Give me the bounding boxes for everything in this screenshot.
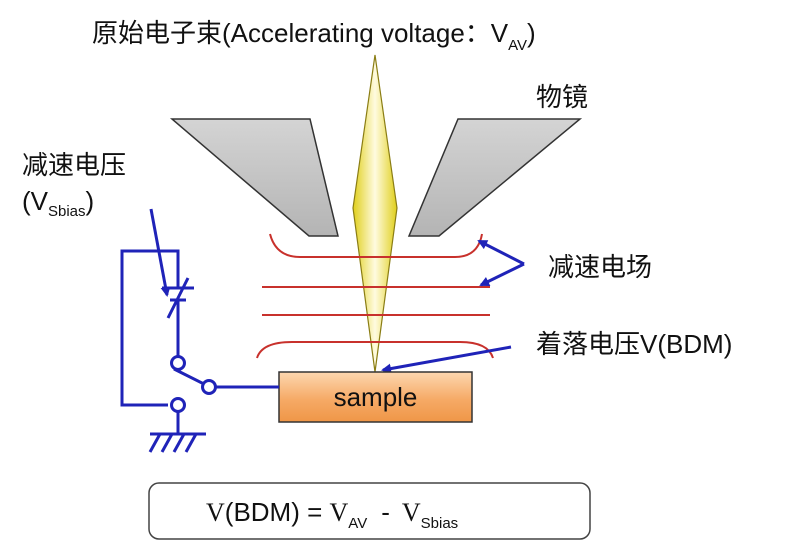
objective-lens-right-pole [407, 118, 583, 237]
decel-voltage-label: 减速电压 [22, 150, 126, 180]
switch-blade [173, 367, 205, 386]
objective-lens-label: 物镜 [536, 82, 588, 112]
sample-label: sample [334, 382, 418, 412]
decel-field-label: 减速电场 [548, 252, 652, 282]
wire-loop [120, 249, 180, 407]
landing-voltage-label: 着落电压V(BDM) [536, 329, 732, 359]
ground-hatch-4 [184, 433, 198, 453]
bias-circuit [120, 249, 279, 453]
switch-pivot [201, 379, 217, 395]
beam-label: 原始电子束(Accelerating voltage：VAV) [92, 18, 536, 54]
electron-beam [352, 54, 398, 373]
variable-source-slash [166, 277, 190, 319]
objective-lens-left-pole [169, 118, 339, 237]
sample-block [278, 371, 473, 423]
switch-contact-top [170, 355, 186, 371]
landing-voltage-arrow [381, 345, 512, 374]
switch-contact-bottom [170, 397, 186, 413]
ground-hatch-3 [172, 433, 186, 453]
decel-field-arrow-upper [477, 239, 525, 266]
decel-voltage-symbol: (VSbias) [22, 186, 94, 220]
formula-box [148, 482, 591, 540]
decel-field-arrow-lower [479, 262, 525, 287]
ground-hatch-2 [160, 433, 174, 453]
formula-text: V(BDM) = VAV-VSbias [206, 497, 458, 532]
ground-hatch-1 [148, 433, 162, 453]
field-line-bottom-curve [256, 341, 494, 359]
